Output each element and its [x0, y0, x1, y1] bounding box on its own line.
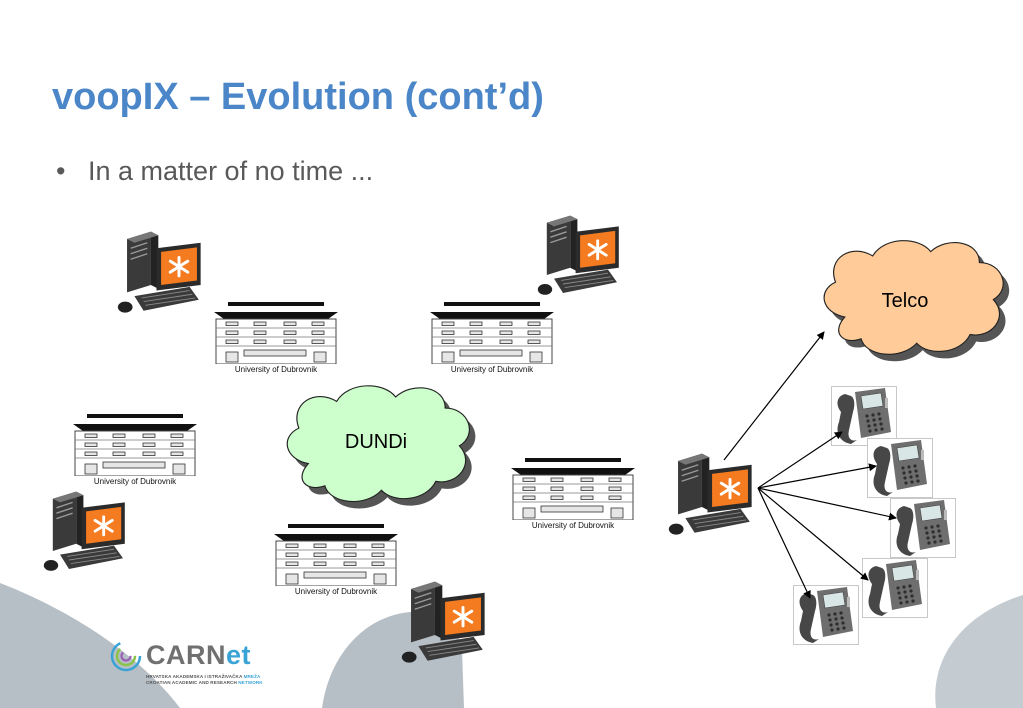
- telco-cloud: Telco: [823, 240, 1010, 362]
- arrow-to-telco: [723, 331, 825, 461]
- building-label: University of Dubrovnik: [235, 365, 318, 374]
- dundi-label: DUNDi: [345, 431, 407, 453]
- carnet-logo: CARNet HRVATSKA AKADEMSKA I ISTRAŽIVAČKA…: [110, 640, 263, 690]
- university-building-icon: [73, 414, 197, 476]
- carnet-wordmark-main: CARN: [146, 640, 226, 670]
- ip-phone-icon: [890, 498, 956, 558]
- arrow-to-phone: [757, 487, 897, 521]
- carnet-wordmark: CARNet: [146, 640, 251, 671]
- ip-phone-icon: [862, 558, 928, 618]
- asterisk-server-icon: [667, 452, 754, 537]
- bullet-item: • In a matter of no time ...: [56, 156, 373, 187]
- carnet-wordmark-accent: et: [226, 640, 252, 670]
- arrow-to-phone: [757, 487, 811, 599]
- background-swoosh-left: [0, 583, 180, 708]
- dundi-cloud: DUNDi: [286, 385, 476, 509]
- university-building-icon: [430, 302, 554, 364]
- arrow-to-phone: [757, 463, 877, 489]
- university-building-icon: [214, 302, 338, 364]
- carnet-tagline-hr: HRVATSKA AKADEMSKA I ISTRAŽIVAČKA MREŽA: [146, 674, 260, 679]
- tagline-en-main: CROATIAN ACADEMIC AND RESEARCH: [146, 680, 239, 685]
- tagline-en-accent: NETWORK: [238, 680, 263, 685]
- telco-label: Telco: [882, 290, 929, 312]
- building-label: University of Dubrovnik: [295, 587, 378, 596]
- carnet-tagline-en: CROATIAN ACADEMIC AND RESEARCH NETWORK: [146, 680, 263, 685]
- background-swoosh-right-2: [935, 595, 1023, 708]
- asterisk-server-icon: [536, 214, 621, 297]
- building-label: University of Dubrovnik: [451, 365, 534, 374]
- building-label: University of Dubrovnik: [532, 521, 615, 530]
- tagline-hr-main: HRVATSKA AKADEMSKA I ISTRAŽIVAČKA: [146, 674, 244, 679]
- building-label: University of Dubrovnik: [94, 477, 177, 486]
- tagline-hr-accent: MREŽA: [243, 674, 261, 679]
- carnet-logo-icon: [110, 640, 142, 672]
- asterisk-server-icon: [42, 490, 127, 573]
- bullet-text: In a matter of no time ...: [88, 156, 374, 186]
- arrow-to-phone: [757, 431, 843, 489]
- slide-title: voopIX – Evolution (cont’d): [52, 76, 544, 118]
- university-building-icon: [274, 524, 398, 586]
- bullet-marker: •: [56, 156, 66, 186]
- asterisk-server-icon: [116, 230, 203, 315]
- arrow-to-phone: [757, 487, 869, 581]
- ip-phone-icon: [867, 438, 933, 498]
- university-building-icon: [511, 458, 635, 520]
- ip-phone-icon: [793, 585, 859, 645]
- ip-phone-icon: [831, 386, 897, 446]
